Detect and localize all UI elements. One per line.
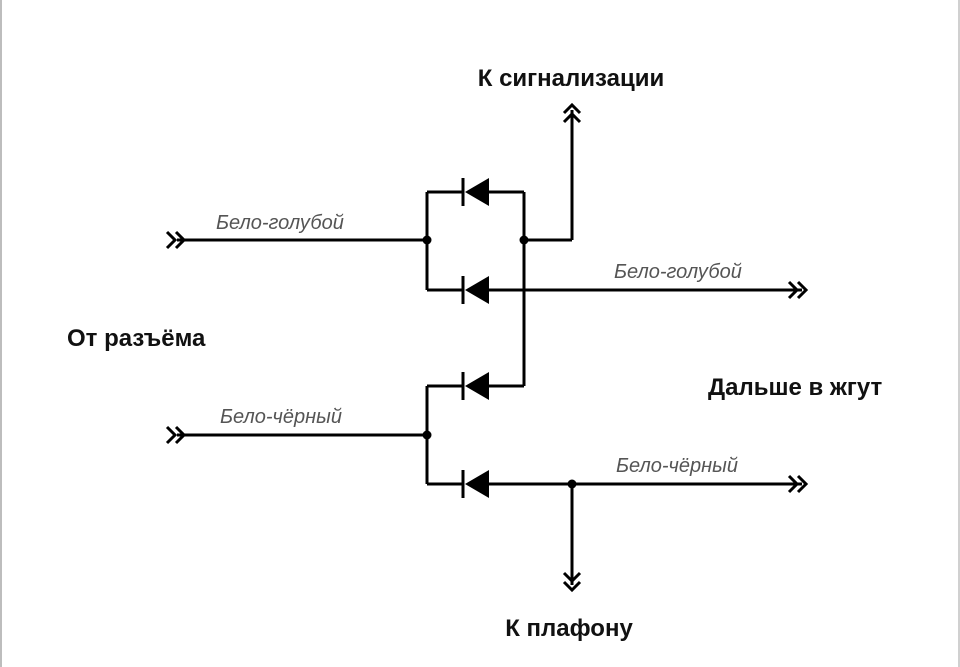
- connector-input-bottom: [165, 425, 187, 445]
- junction-dot: [422, 235, 432, 245]
- junctions: [422, 235, 577, 489]
- wire-label-left-bottom: Бело-чёрный: [220, 406, 342, 428]
- junction-dot: [422, 430, 432, 440]
- wire-label-left-top: Бело-голубой: [216, 212, 344, 234]
- connectors: [165, 102, 809, 593]
- label-further-to-harness: Дальше в жгут: [708, 374, 883, 401]
- wire-label-right-top: Бело-голубой: [614, 261, 742, 283]
- connector-alarm: [562, 102, 582, 124]
- junction-dot: [519, 235, 529, 245]
- diode-2: [461, 276, 489, 304]
- connector-output-bottom: [787, 474, 809, 494]
- junction-dot: [567, 479, 577, 489]
- connector-input-top: [165, 230, 187, 250]
- diode-3: [461, 372, 489, 400]
- connector-output-top: [787, 280, 809, 300]
- label-to-alarm: К сигнализации: [478, 65, 664, 92]
- label-to-ceiling-lamp: К плафону: [505, 615, 633, 642]
- wires: [177, 110, 802, 585]
- label-from-connector: От разъёма: [67, 325, 206, 352]
- diode-1: [461, 178, 489, 206]
- connector-lamp: [562, 571, 582, 593]
- diode-4: [461, 470, 489, 498]
- wire-label-right-bottom: Бело-чёрный: [616, 455, 738, 477]
